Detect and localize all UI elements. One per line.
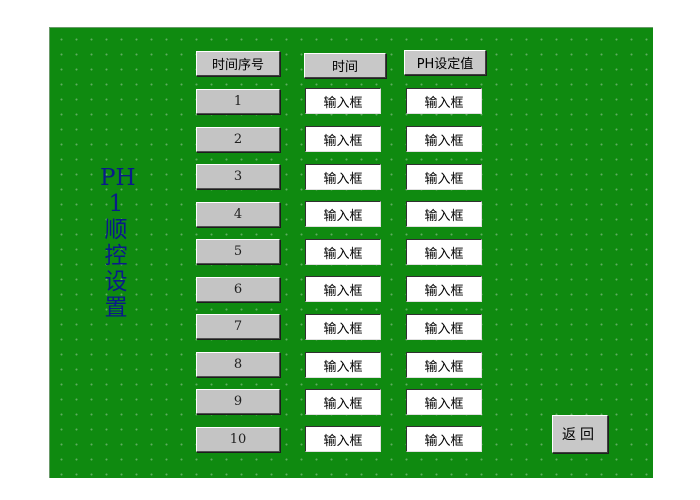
row-6-ph-input[interactable]: 输入框: [406, 276, 482, 302]
row-2-ph-input[interactable]: 输入框: [406, 126, 482, 152]
header-time: 时间: [304, 53, 386, 78]
row-3-seq: 3: [196, 164, 280, 189]
row-10-ph-input[interactable]: 输入框: [406, 426, 482, 452]
row-4-time-input[interactable]: 输入框: [305, 201, 381, 227]
row-10-time-input[interactable]: 输入框: [305, 426, 381, 452]
row-2-time-input[interactable]: 输入框: [305, 126, 381, 152]
row-6-seq: 6: [196, 277, 280, 302]
title-line-6: 置: [104, 295, 128, 321]
row-3-ph-input[interactable]: 输入框: [406, 164, 482, 190]
row-7-time-input[interactable]: 输入框: [305, 314, 381, 340]
title-line-3: 顺: [104, 217, 128, 243]
row-9-time-input[interactable]: 输入框: [305, 389, 381, 415]
row-10-seq: 10: [196, 427, 280, 452]
title-line-2: 1: [108, 191, 124, 217]
title-line-1: PH: [100, 165, 136, 191]
row-9-ph-input[interactable]: 输入框: [406, 389, 482, 415]
row-8-ph-input[interactable]: 输入框: [406, 352, 482, 378]
row-9-seq: 9: [196, 389, 280, 414]
title-line-5: 设: [104, 269, 128, 295]
row-8-time-input[interactable]: 输入框: [305, 352, 381, 378]
row-7-seq: 7: [196, 314, 280, 339]
row-7-ph-input[interactable]: 输入框: [406, 314, 482, 340]
header-ph: PH设定值: [404, 50, 486, 75]
row-1-time-input[interactable]: 输入框: [305, 88, 381, 114]
row-5-time-input[interactable]: 输入框: [305, 239, 381, 265]
row-6-time-input[interactable]: 输入框: [305, 276, 381, 302]
row-1-seq: 1: [196, 89, 280, 114]
header-seq: 时间序号: [196, 51, 280, 76]
row-2-seq: 2: [196, 127, 280, 152]
row-3-time-input[interactable]: 输入框: [305, 164, 381, 190]
row-1-ph-input[interactable]: 输入框: [406, 88, 482, 114]
row-4-ph-input[interactable]: 输入框: [406, 201, 482, 227]
row-4-seq: 4: [196, 202, 280, 227]
title-line-4: 控: [104, 243, 128, 269]
row-8-seq: 8: [196, 352, 280, 377]
page-title: PH 1 顺 控 设 置: [100, 165, 136, 321]
row-5-seq: 5: [196, 239, 280, 264]
back-button[interactable]: 返回: [552, 415, 608, 453]
row-5-ph-input[interactable]: 输入框: [406, 239, 482, 265]
